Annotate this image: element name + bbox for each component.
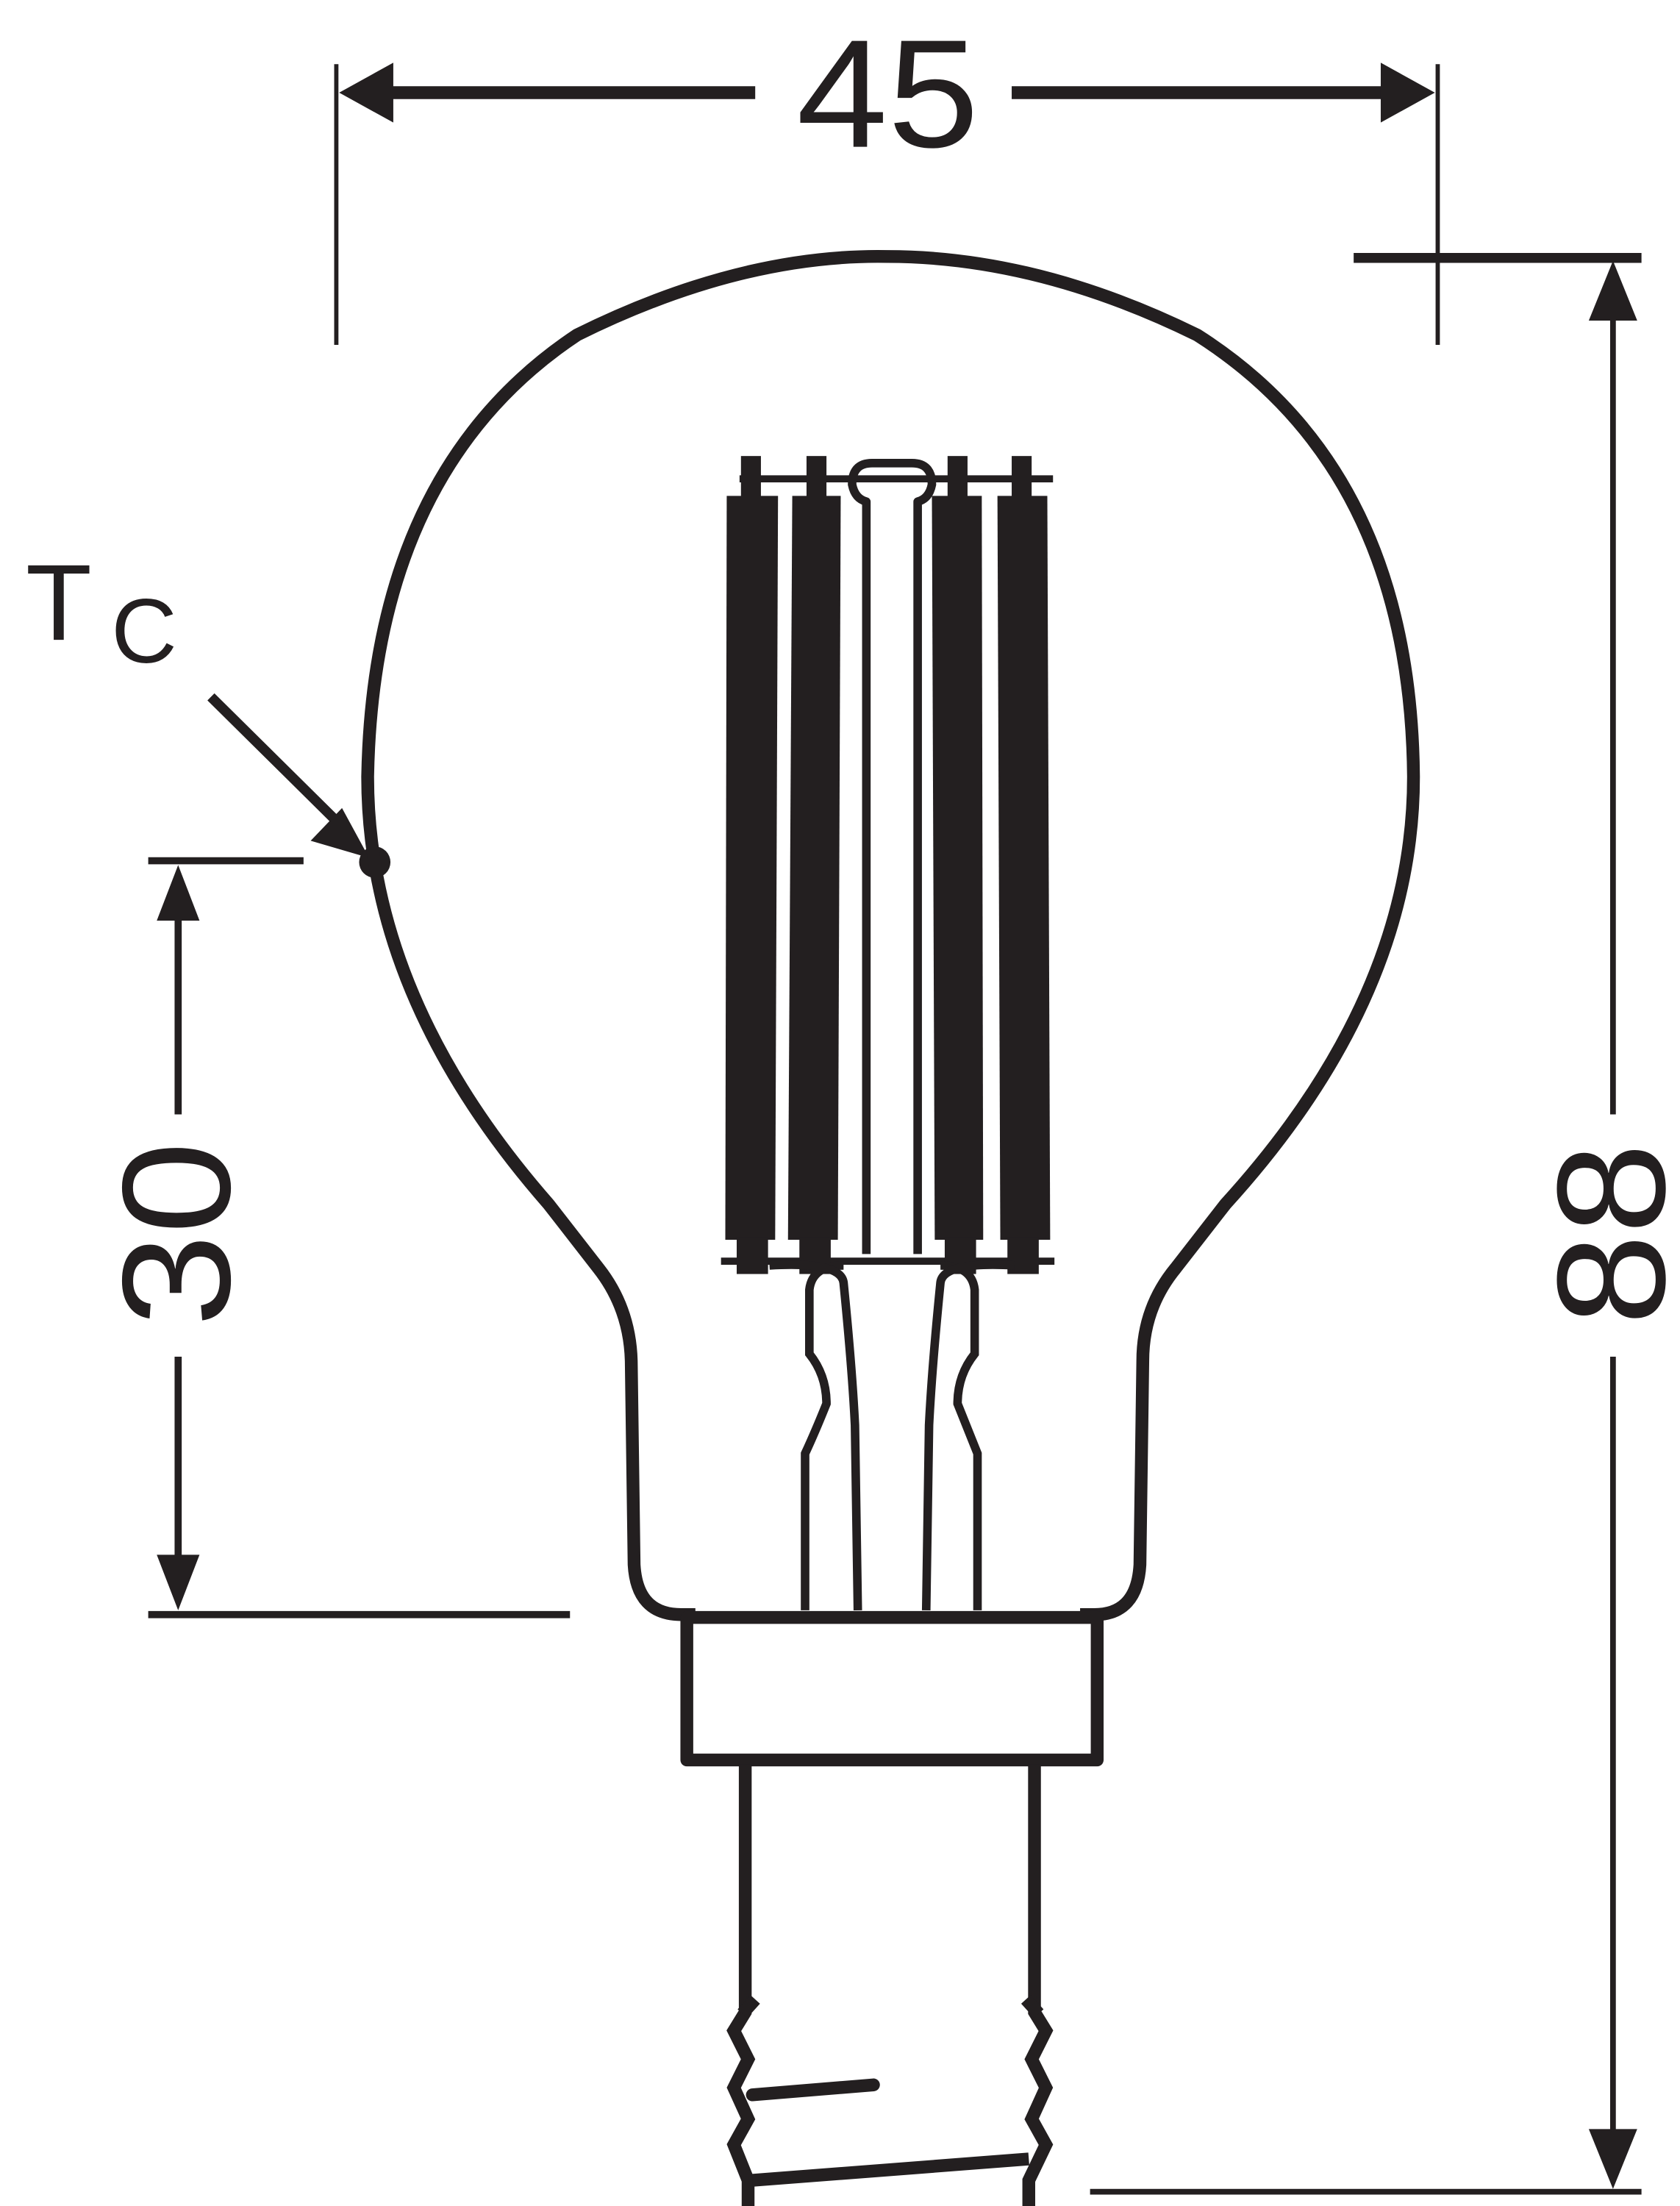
base-collar [680, 1610, 1104, 1767]
thread-line-2 [751, 2152, 1029, 2187]
width-dimension: 45 [334, 9, 1440, 345]
filament-cap-bottom [736, 1237, 768, 1274]
filament-strip-3 [932, 496, 984, 1241]
filament-cap-top [947, 456, 968, 499]
screw-thread-outline-inner [737, 1995, 1044, 2018]
tc-arrow-line [207, 693, 346, 830]
filament-cap-top [1012, 456, 1032, 499]
tc-arrow-head-icon [310, 807, 369, 858]
tc-label-main: T [26, 543, 92, 663]
lead-wire-right-outer [940, 1261, 982, 1610]
height-dimension: 88 [1090, 252, 1680, 2195]
filament-cap-top [806, 456, 827, 499]
arrow-right-icon [1380, 63, 1435, 123]
tc-marker: T C [26, 543, 391, 878]
filament-assembly [721, 456, 1055, 1611]
lead-wire-left-inner [769, 1260, 862, 1611]
thread-line-1 [746, 2078, 880, 2102]
width-label: 45 [796, 9, 979, 180]
arrow-up-icon [157, 865, 200, 921]
tc-height-dimension: 30 [91, 857, 571, 1618]
filament-cap-top [740, 456, 761, 499]
central-support-loop [848, 459, 937, 1254]
arrow-up-icon [1588, 260, 1637, 321]
filament-strip-1 [725, 496, 779, 1241]
lamp-base [680, 1610, 1104, 2206]
arrow-down-icon [157, 1554, 200, 1610]
bulb-glass-outline [361, 250, 1420, 1621]
tc-label-sub: C [111, 581, 177, 682]
tc-height-label: 30 [91, 1141, 262, 1327]
screw-thread-outline [726, 1764, 1054, 2206]
lead-wire-right-inner [921, 1260, 1015, 1611]
height-label: 88 [1526, 1143, 1680, 1325]
filament-strip-4 [997, 496, 1051, 1241]
arrow-left-icon [339, 63, 393, 123]
lead-wire-left-outer [801, 1261, 844, 1610]
filament-strip-2 [787, 496, 841, 1241]
arrow-down-icon [1588, 2129, 1637, 2189]
